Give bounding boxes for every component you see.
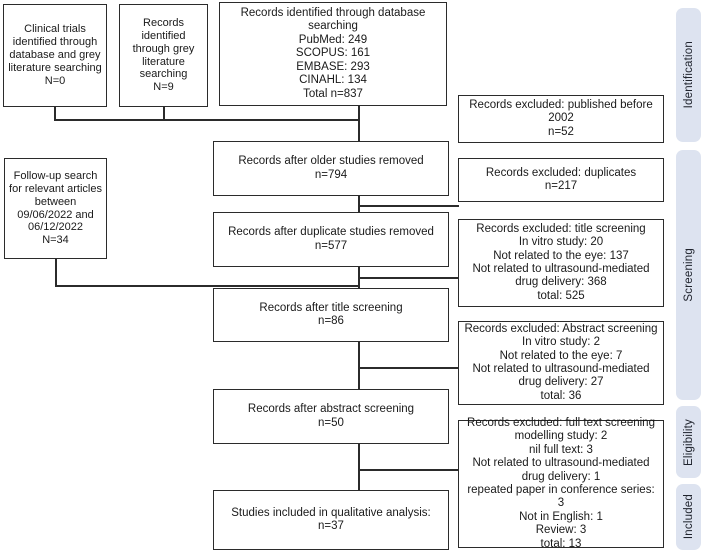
phase-included-label: Included: [682, 494, 695, 540]
connector-clinical-trials-down: [54, 107, 56, 120]
grey-literature-box: Records identified through grey literatu…: [119, 4, 208, 107]
phase-identification: Identification: [676, 8, 701, 142]
phase-screening-label: Screening: [682, 248, 695, 302]
database-search-box: Records identified through database sear…: [219, 2, 447, 106]
excluded-published-before-2002-box: Records excluded: published before 2002 …: [458, 95, 664, 143]
phase-included: Included: [676, 484, 701, 550]
records-after-older-studies-removed-box: Records after older studies removed n=79…: [213, 141, 449, 196]
excluded-abstract-screening-box: Records excluded: Abstract screening In …: [458, 321, 664, 405]
phase-eligibility: Eligibility: [676, 406, 701, 478]
phase-screening: Screening: [676, 150, 701, 400]
connector-title-to-abstract: [358, 342, 360, 390]
clinical-trials-box: Clinical trials identified through datab…: [3, 4, 107, 107]
connector-branch-excluded-older: [358, 205, 459, 207]
connector-branch-excluded-duplicates: [358, 277, 459, 279]
records-after-title-screening-box: Records after title screening n=86: [213, 288, 449, 342]
phase-eligibility-label: Eligibility: [682, 418, 695, 466]
connector-abstract-to-included: [358, 444, 360, 491]
connector-grey-literature-down: [163, 107, 165, 120]
excluded-duplicates-box: Records excluded: duplicates n=217: [458, 158, 664, 202]
follow-up-search-box: Follow-up search for relevant articles b…: [4, 158, 107, 259]
phase-identification-label: Identification: [682, 41, 695, 109]
connector-followup-horizontal: [55, 285, 359, 287]
records-after-abstract-screening-box: Records after abstract screening n=50: [213, 389, 449, 444]
records-after-duplicate-studies-removed-box: Records after duplicate studies removed …: [213, 212, 449, 267]
studies-included-qualitative-analysis-box: Studies included in qualitative analysis…: [213, 490, 449, 550]
connector-branch-excluded-title: [358, 367, 459, 369]
connector-older-to-duplicate: [358, 196, 360, 213]
excluded-full-text-screening-box: Records excluded: full text screening mo…: [458, 417, 664, 550]
connector-database-search-down: [358, 106, 360, 142]
connector-top-merge-horizontal: [54, 119, 359, 121]
connector-branch-excluded-fulltext: [358, 469, 459, 471]
excluded-title-screening-box: Records excluded: title screening In vit…: [458, 219, 664, 307]
connector-followup-down: [55, 259, 57, 286]
